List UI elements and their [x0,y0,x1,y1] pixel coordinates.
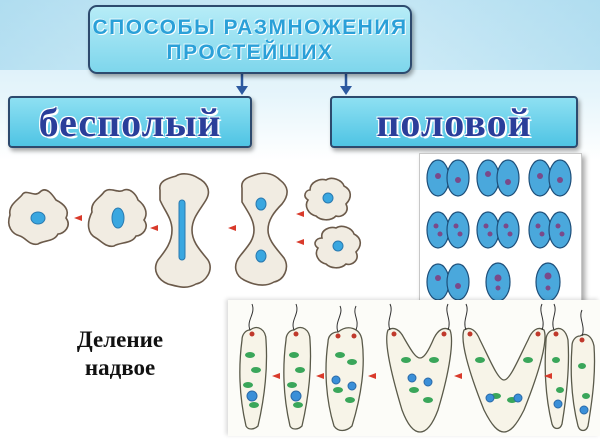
paramecium-conjugation-panel [419,153,582,309]
paramecium-pair-5 [476,211,520,249]
paramecium-single-8 [485,262,511,302]
paramecium-single-9 [535,262,561,302]
paramecium-pair-6 [528,211,572,249]
right-arrow-icon [544,373,552,379]
euglena-stage-5 [462,327,546,433]
caption: Деление надвое [30,326,210,382]
right-arrow-icon [316,373,324,379]
asexual-box: бесполый [8,96,252,148]
sexual-box: половой [330,96,578,148]
right-arrow-icon [368,373,376,379]
caption-line-1: Деление [76,327,164,352]
title-line-2: ПРОСТЕЙШИХ [166,40,334,64]
euglena-stage-6a [544,327,570,430]
amoeba-division-illustration [7,172,362,288]
down-arrow-icon [236,86,248,95]
right-arrow-icon [74,215,82,221]
asexual-label: бесполый [38,99,222,145]
euglena-stage-1 [239,326,268,430]
paramecium-pair-2 [476,159,520,197]
paramecium-pair-3 [528,159,572,197]
right-arrow-icon [150,225,158,231]
euglena-illustration [239,303,596,433]
title-box: СПОСОБЫ РАЗМНОЖЕНИЯ ПРОСТЕЙШИХ [88,5,412,74]
paramecium-pair-1 [426,159,470,197]
euglena-stage-3 [325,327,364,432]
title-line-1: СПОСОБЫ РАЗМНОЖЕНИЯ [92,15,408,39]
euglena-stage-4 [386,327,453,433]
caption-line-2: надвое [84,355,156,380]
right-arrow-icon [296,211,304,217]
paramecium-illustration [426,159,572,302]
euglena-stage-6b [570,333,596,432]
paramecium-pair-7 [426,263,470,301]
right-arrow-icon [228,225,236,231]
right-arrow-icon [296,239,304,245]
connector-arrows [236,73,352,95]
euglena-stage-2 [283,326,312,430]
amoeba-stage-4 [234,172,288,286]
euglena-division-panel [228,300,600,436]
paramecium-pair-4 [426,211,470,249]
right-arrow-icon [272,373,280,379]
right-arrow-icon [454,373,462,379]
sexual-label: половой [376,99,532,145]
down-arrow-icon [340,86,352,95]
